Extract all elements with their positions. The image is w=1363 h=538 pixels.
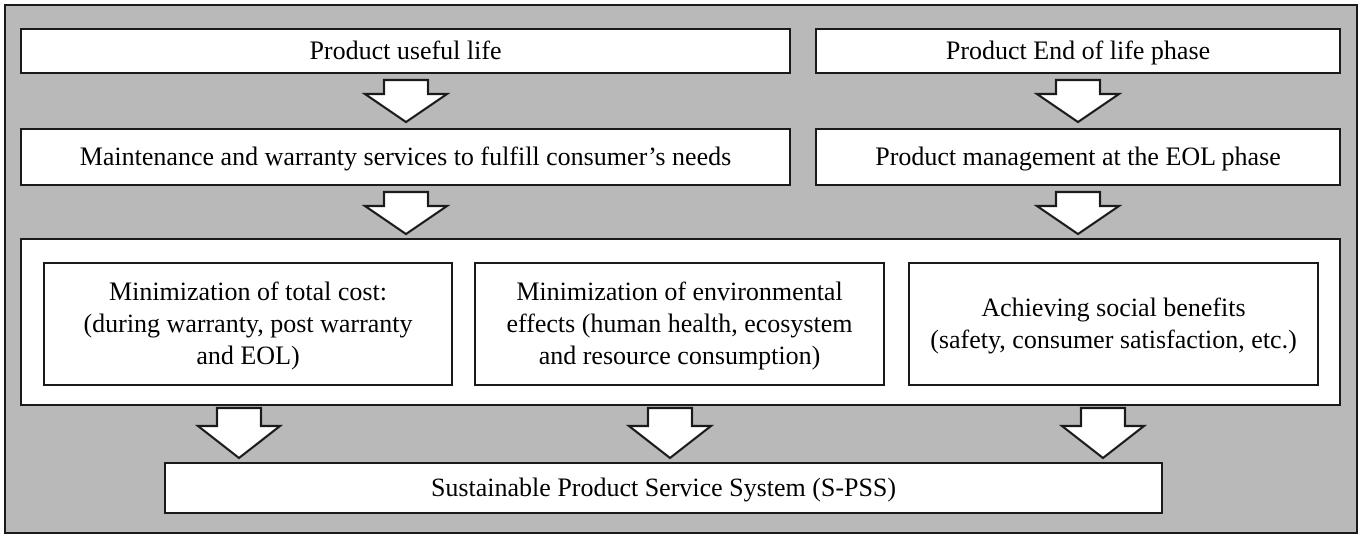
objective-social-label: Achieving social benefits (safety, consu… (930, 293, 1297, 354)
maintenance-warranty-box: Maintenance and warranty services to ful… (20, 128, 791, 186)
down-arrow-objective-2 (625, 406, 715, 460)
down-arrow-objective-1 (194, 406, 284, 460)
s-pss-box: Sustainable Product Service System (S-PS… (164, 462, 1163, 514)
s-pss-label: Sustainable Product Service System (S-PS… (430, 473, 897, 503)
product-end-of-life-label: Product End of life phase (945, 36, 1211, 66)
objective-total-cost-box: Minimization of total cost: (during warr… (43, 262, 453, 386)
product-useful-life-box: Product useful life (20, 28, 791, 74)
down-arrow-right-1 (1033, 78, 1123, 124)
maintenance-warranty-label: Maintenance and warranty services to ful… (79, 142, 732, 172)
product-useful-life-label: Product useful life (309, 36, 502, 66)
down-arrow-right-2 (1033, 190, 1123, 236)
down-arrow-objective-3 (1058, 406, 1148, 460)
objective-environmental-box: Minimization of environmental effects (h… (474, 262, 885, 386)
down-arrow-left-1 (361, 78, 451, 124)
down-arrow-left-2 (361, 190, 451, 236)
objective-environmental-label: Minimization of environmental effects (h… (506, 277, 853, 370)
product-end-of-life-box: Product End of life phase (815, 28, 1341, 74)
eol-management-label: Product management at the EOL phase (875, 142, 1281, 172)
eol-management-box: Product management at the EOL phase (815, 128, 1341, 186)
objective-total-cost-label: Minimization of total cost: (during warr… (83, 277, 413, 370)
objective-social-box: Achieving social benefits (safety, consu… (908, 262, 1319, 386)
